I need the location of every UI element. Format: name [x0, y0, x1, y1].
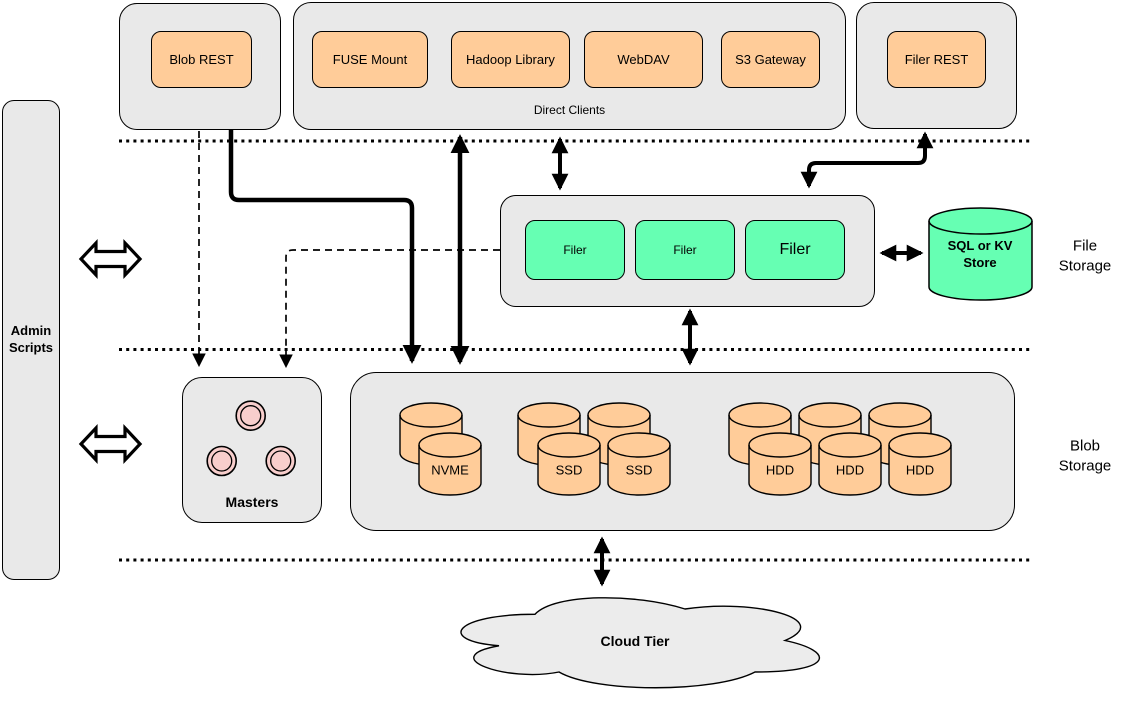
blob-storage-tier-label: Blob Storage	[1058, 437, 1112, 475]
blob-rest-node: Blob REST	[151, 31, 252, 88]
cloud-tier-label: Cloud Tier	[600, 632, 670, 649]
admin-blob-tier-arrow-icon	[79, 426, 142, 462]
filer-rest-label: Filer REST	[904, 52, 969, 67]
hadoop-library-node: Hadoop Library	[451, 31, 570, 88]
webdav-node: WebDAV	[584, 31, 703, 88]
filer-node-3: Filer	[745, 220, 845, 280]
arrow-filerrest-filers	[800, 131, 934, 189]
hadoop-library-label: Hadoop Library	[466, 52, 555, 67]
admin-scripts-panel	[2, 100, 60, 580]
file-storage-tier-label: File Storage	[1058, 237, 1112, 275]
ssd-label-1: SSD	[555, 462, 583, 478]
hdd-label-2: HDD	[835, 462, 865, 478]
volume-servers-panel	[350, 372, 1015, 531]
hdd-label-1: HDD	[765, 462, 795, 478]
hdd-label-3: HDD	[905, 462, 935, 478]
sql-kv-store-label: SQL or KV Store	[947, 238, 1013, 270]
filer-node-1: Filer	[525, 220, 625, 280]
s3-gateway-label: S3 Gateway	[735, 52, 806, 67]
filer-label-1: Filer	[563, 243, 587, 257]
webdav-label: WebDAV	[617, 52, 670, 67]
filer-label-2: Filer	[673, 243, 697, 257]
admin-file-tier-arrow-icon	[79, 241, 142, 277]
masters-label: Masters	[225, 493, 279, 510]
arrow-blobrest-to-volumes	[228, 129, 422, 364]
ssd-label-2: SSD	[625, 462, 653, 478]
filer-node-2: Filer	[635, 220, 735, 280]
direct-clients-label: Direct Clients	[533, 103, 606, 117]
fuse-mount-label: FUSE Mount	[332, 52, 408, 67]
s3-gateway-node: S3 Gateway	[721, 31, 820, 88]
dashed-arrow-filers-masters	[279, 249, 500, 369]
nvme-label: NVME	[431, 462, 469, 478]
filer-rest-node: Filer REST	[887, 31, 986, 88]
admin-scripts-label: Admin Scripts	[8, 323, 54, 355]
fuse-mount-node: FUSE Mount	[312, 31, 428, 88]
filer-label-3: Filer	[779, 241, 811, 258]
blob-rest-label: Blob REST	[169, 52, 234, 67]
